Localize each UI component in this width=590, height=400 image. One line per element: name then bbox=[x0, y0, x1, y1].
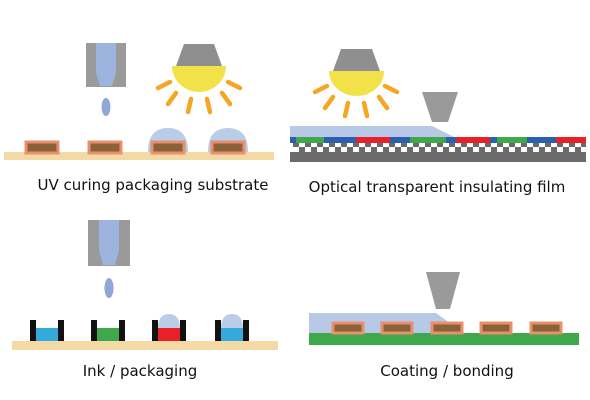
panel-ink-packaging: Ink / packaging bbox=[12, 220, 278, 380]
uv-lamp bbox=[312, 49, 400, 119]
circuit-board bbox=[309, 333, 579, 345]
panel-caption: Optical transparent insulating film bbox=[309, 178, 566, 196]
pixel-cell-green bbox=[91, 320, 125, 341]
panel-caption: Coating / bonding bbox=[380, 362, 513, 380]
chip bbox=[479, 321, 513, 335]
panel-uv-curing: UV curing packaging substrate bbox=[4, 43, 274, 194]
substrate bbox=[4, 152, 274, 160]
chip bbox=[210, 140, 246, 155]
uv-lamp bbox=[155, 44, 243, 115]
pixel-cell-red bbox=[152, 314, 186, 341]
dispenser-nozzle bbox=[86, 43, 126, 87]
chip bbox=[150, 140, 186, 155]
panel-optical-film: Optical transparent insulating film bbox=[290, 49, 586, 196]
panel-caption: Ink / packaging bbox=[83, 362, 198, 380]
chip bbox=[430, 321, 464, 335]
dispenser-nozzle bbox=[88, 220, 130, 266]
chip bbox=[529, 321, 563, 335]
backplane bbox=[290, 152, 586, 162]
pixel-cell-cyan bbox=[30, 320, 64, 341]
substrate bbox=[12, 341, 278, 350]
panel-caption: UV curing packaging substrate bbox=[38, 176, 269, 194]
droplet bbox=[101, 98, 111, 116]
panel-coating-bonding: Coating / bonding bbox=[309, 272, 579, 380]
coating-nozzle bbox=[422, 92, 458, 122]
chip bbox=[331, 321, 365, 335]
insulating-film bbox=[290, 126, 454, 137]
chip bbox=[380, 321, 414, 335]
chip bbox=[24, 140, 60, 155]
pixel-cell-cyan bbox=[215, 314, 249, 341]
chip bbox=[87, 140, 123, 155]
pixel-array bbox=[290, 143, 586, 152]
droplet bbox=[104, 278, 114, 298]
coating-nozzle bbox=[426, 272, 460, 309]
pixel-strip bbox=[290, 137, 586, 143]
